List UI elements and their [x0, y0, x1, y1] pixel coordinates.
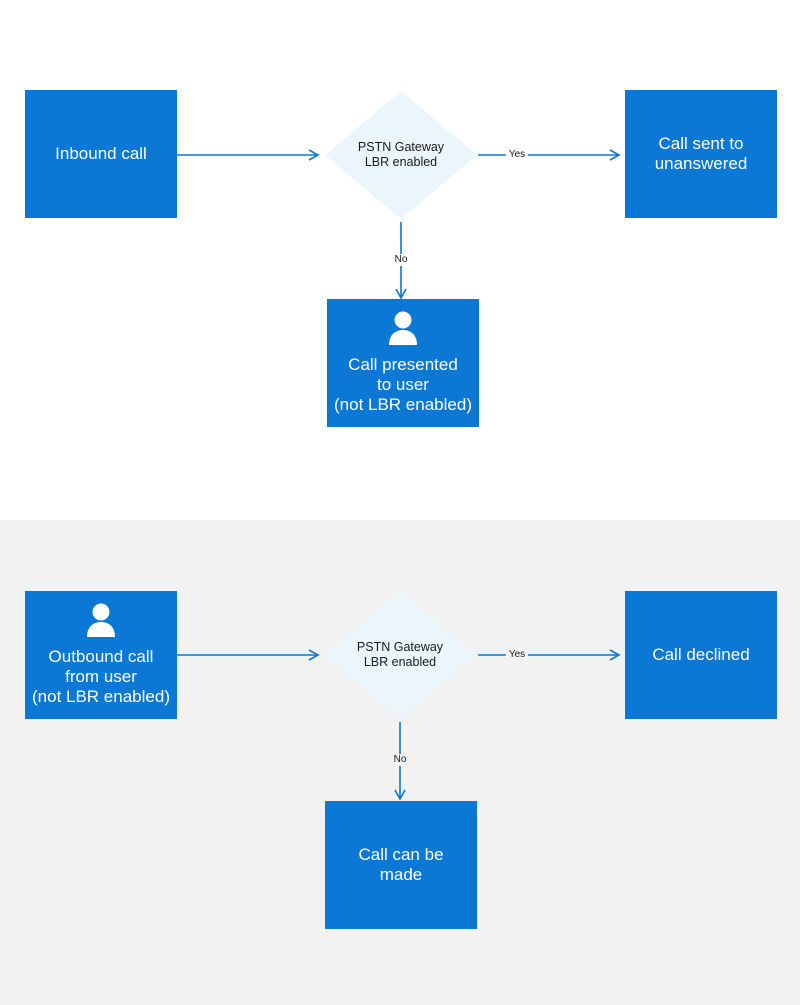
inbound-flow-section: Inbound call PSTN Gateway LBR enabled Ye…	[25, 90, 777, 427]
inbound-call-label: Inbound call	[55, 144, 147, 163]
inbound-call-box: Inbound call	[25, 90, 177, 218]
call-presented-label: Call presented to user (not LBR enabled)	[334, 355, 472, 414]
inbound-decision-label: PSTN Gateway LBR enabled	[357, 140, 445, 169]
inbound-decision-diamond: PSTN Gateway LBR enabled	[325, 91, 477, 219]
inbound-no-label: No	[391, 254, 411, 266]
outbound-call-box: Outbound call from user (not LBR enabled…	[25, 591, 177, 719]
call-can-be-made-label: Call can be made	[358, 845, 444, 884]
call-declined-label: Call declined	[652, 645, 750, 664]
user-icon	[87, 603, 115, 637]
call-can-be-made-box: Call can be made	[325, 801, 477, 929]
call-sent-unanswered-box: Call sent to unanswered	[625, 90, 777, 218]
call-sent-unanswered-label: Call sent to unanswered	[654, 134, 748, 173]
outbound-decision-diamond: PSTN Gateway LBR enabled	[324, 591, 476, 719]
outbound-yes-label: Yes	[505, 649, 529, 661]
outbound-flow-section: Outbound call from user (not LBR enabled…	[0, 520, 800, 1005]
outbound-no-label: No	[390, 754, 410, 766]
call-presented-box: Call presented to user (not LBR enabled)	[327, 299, 479, 427]
outbound-decision-label: PSTN Gateway LBR enabled	[356, 640, 444, 669]
user-icon	[389, 311, 417, 345]
call-declined-box: Call declined	[625, 591, 777, 719]
inbound-yes-label: Yes	[505, 149, 529, 161]
outbound-call-label: Outbound call from user (not LBR enabled…	[32, 647, 170, 706]
